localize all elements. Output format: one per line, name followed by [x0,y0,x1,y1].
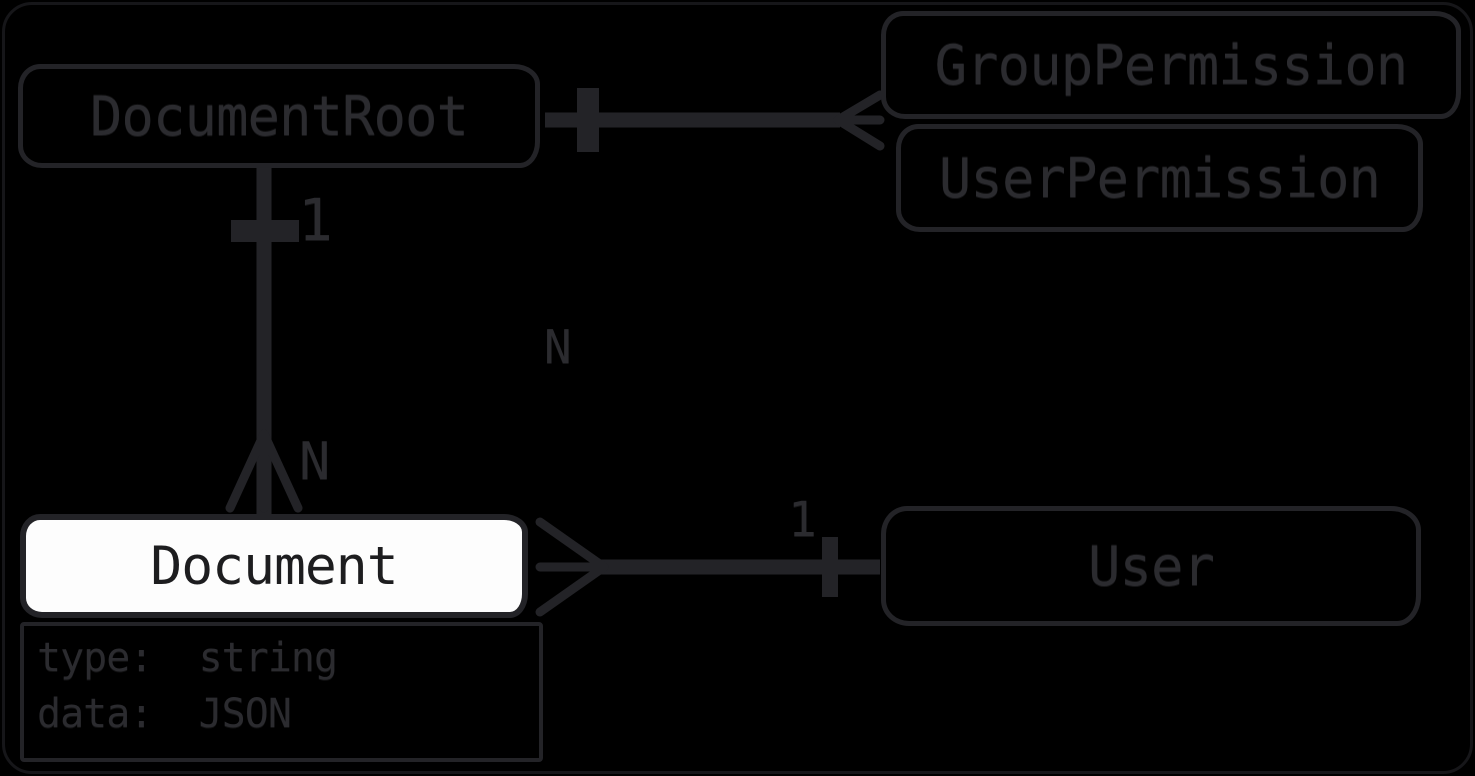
entity-document-root-label: DocumentRoot [89,84,469,148]
entity-document-label: Document [150,535,398,597]
attribute-row-data: data: JSON [37,691,292,737]
entity-document-highlighted: Document [20,514,528,618]
cardinality-label-root-document-one: 1 [298,186,333,254]
entity-user-label: User [1087,534,1215,598]
cardinality-label-root-document-many: N [299,432,331,492]
many-crowsfoot-marker-permission-side [833,90,885,151]
many-crowsfoot-marker-document-top [225,429,303,513]
entity-document-root: DocumentRoot [18,64,540,168]
entity-user-permission-label: UserPermission [938,146,1381,210]
cardinality-label-root-permission-many: N [544,320,572,374]
entity-user: User [881,506,1421,626]
entity-group-permission: GroupPermission [881,11,1461,119]
many-crowsfoot-marker-document-right [535,517,609,617]
cardinality-label-document-user-one: 1 [788,492,817,548]
entity-group-permission-label: GroupPermission [934,33,1409,97]
entity-user-permission: UserPermission [896,124,1423,232]
entity-document-attributes-box: type: string data: JSON [20,622,543,762]
attribute-row-type: type: string [37,635,338,681]
